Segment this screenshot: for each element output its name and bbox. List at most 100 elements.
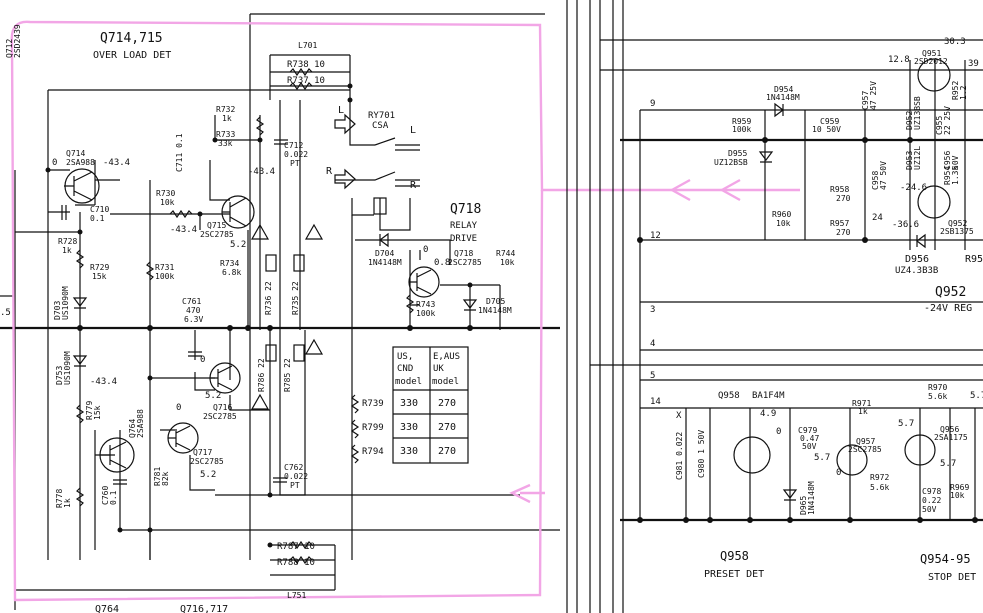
relay-arrows [334,113,356,190]
table-cell-eu: 270 [438,398,456,409]
r785-label: R785 22 [283,358,292,392]
q718-label: Q718 [454,249,473,258]
r743-value: 100k [416,309,435,318]
section-sub-q952: -24V REG [924,303,972,314]
r969-value: 10k [950,491,965,500]
node-3: 3 [650,305,655,315]
c978-value: 0.22 [922,496,941,505]
d704-part: 1N4148M [368,258,402,267]
relay-in-l: L [338,105,344,116]
c956-label: C956 [943,151,952,170]
c959-label: C959 [820,117,839,126]
d955-part: UZ12BSB [714,158,748,167]
section-title-q952: Q952 [935,285,966,300]
model-table: US, CND model E,AUS UK model 330 270 330… [392,346,469,464]
r969-label: R969 [950,483,969,492]
d704-label: D704 [375,249,394,258]
r95-label: R95 [965,254,983,265]
voltage-57c: 5.7 [898,419,914,429]
r737-label: R737 10 [287,76,325,86]
r954-label: R954 [943,166,952,185]
c712-label: C712 [284,141,303,150]
r787-label: R787 10 [277,542,315,552]
section-sub-q958: PRESET DET [704,569,764,580]
c761-value: 470 [186,306,201,315]
r730-value: 10k [160,198,175,207]
c955-label: C955 [935,116,944,135]
r732-label: R732 [216,105,235,114]
table-header-us-2: CND [397,364,413,374]
r730-label: R730 [156,189,175,198]
q717-part: 2SC2785 [190,457,224,466]
node-9: 9 [650,99,655,109]
q714-part: 2SA988 [66,158,95,167]
q712-label: Q712 [5,39,14,58]
left-edge-label: .5 [0,308,11,318]
table-header-us-1: US, [397,352,413,362]
section-sub-drive: DRIVE [450,234,477,244]
q715-label: Q715 [207,221,226,230]
d703-part: US1090M [61,286,70,320]
q715-part: 2SC2785 [200,230,234,239]
d705-label: D705 [486,297,505,306]
resistor-symbols [75,67,415,565]
voltage-49: 4.9 [760,409,776,419]
r739-label: R739 [362,399,384,409]
transistor-symbols [64,168,440,473]
q956-label: Q956 [940,425,959,434]
c978-label: C978 [922,487,941,496]
q716-part: 2SC2785 [203,412,237,421]
right-labels: Q951 2SD2012 12.8 30.3 39 D954 1N4148M 9… [650,37,983,583]
table-cell-eu: 270 [438,446,456,457]
left-section-wiring [0,13,560,610]
d953-part: UZ12L [913,146,922,170]
q952-part: 2SB1375 [940,227,974,236]
r744-label: R744 [496,249,515,258]
r794-label: R794 [362,447,384,457]
r778-label: R778 [55,489,64,508]
c710-label: C710 [90,205,109,214]
left-labels: Q714,715 OVER LOAD DET Q712 2SD2439 L701… [0,24,515,613]
voltage-m246: -24.6 [900,183,927,193]
r733-label: R733 [216,130,235,139]
d955-label: D955 [728,149,747,158]
c712-type: PT [290,159,300,168]
voltage-q958-out: 0 [776,427,781,437]
r779-label: R779 [85,401,94,420]
c712-value: 0.022 [284,150,308,159]
r728-value: 1k [62,246,72,255]
d956-part: UZ4.3B3B [895,266,938,276]
r957-value: 270 [836,228,851,237]
voltage-q715-b: -43.4 [170,225,197,235]
c760-label: C760 [101,486,110,505]
table-cell-us: 330 [400,446,418,457]
c710-value: 0.1 [90,214,105,223]
c959-value: 10 50V [812,125,841,134]
voltage-q715-e: 5.2 [230,240,246,250]
d956-label: D956 [905,254,929,265]
r778-value: 1k [63,498,72,508]
c761-voltage: 6.3V [184,315,203,324]
r954-value: 1.3k [951,166,960,185]
c978-voltage: 50V [922,505,937,514]
r959-label: R959 [732,117,751,126]
d965-label: D965 [799,496,808,515]
d753-part: US1090M [63,351,72,385]
d703-label: D703 [53,301,62,320]
d965-part: 1N4148M [807,481,816,515]
c762-value: 0.022 [284,472,308,481]
c979-value: 0.47 [800,434,819,443]
q712-part: 2SD2439 [13,24,22,58]
r960-value: 10k [776,219,791,228]
q718-part: 2SC2785 [448,258,482,267]
voltage-303: 30.3 [944,37,966,47]
relay-out-l: L [410,125,416,136]
voltage-q718-e: 0.8 [434,258,450,268]
q714-label: Q714 [66,149,85,158]
voltage-q718-b: 0 [423,245,428,255]
capacitor-symbols [61,139,288,485]
node-4: 4 [650,339,655,349]
q958-part: BA1F4M [752,391,785,401]
c956-value: 50V [951,155,960,170]
r959-value: 100k [732,125,751,134]
